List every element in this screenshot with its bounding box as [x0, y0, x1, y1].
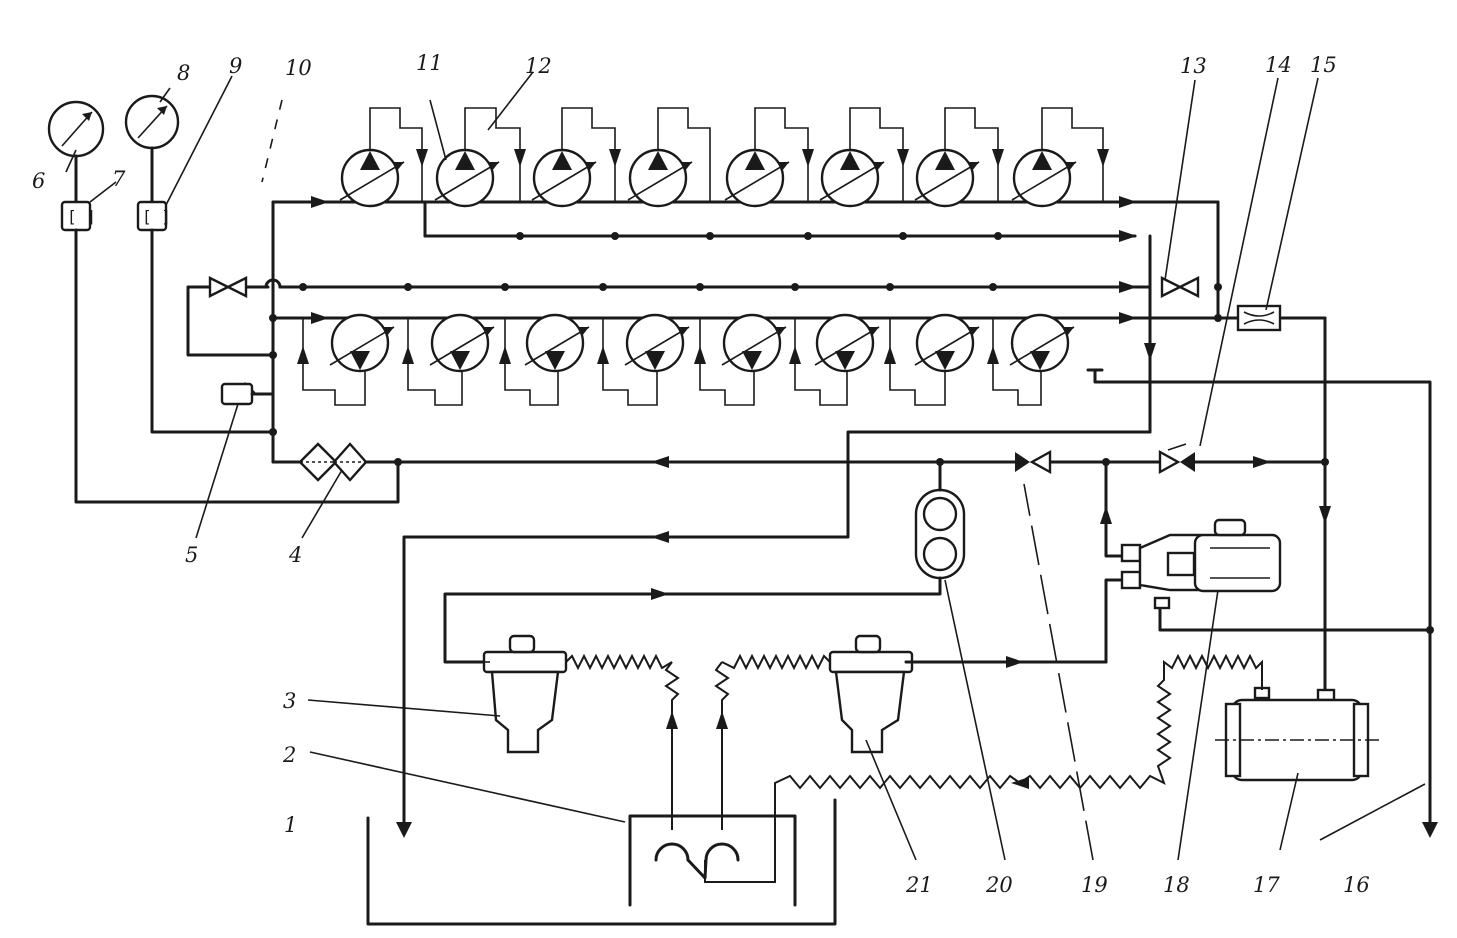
cooler-20 — [443, 460, 966, 664]
label-2: 2 — [282, 743, 296, 767]
gauge-8-line — [150, 228, 275, 434]
flow-arrows — [297, 149, 1331, 789]
gauge-6-line — [74, 228, 400, 504]
label-5: 5 — [185, 543, 198, 567]
label-11: 11 — [416, 51, 443, 75]
leader-lines — [65, 71, 1426, 861]
heat-exchanger-17 — [1215, 686, 1380, 782]
label-6: 6 — [32, 169, 45, 193]
bypass-valve — [208, 276, 248, 298]
label-19: 19 — [1081, 873, 1108, 897]
top-pump-frames — [369, 107, 1104, 202]
tank-1 — [366, 798, 837, 926]
filter-3 — [482, 634, 568, 754]
pressure-switch-5 — [220, 382, 275, 406]
top-pump-row — [338, 148, 1078, 208]
pressure-gauge-6 — [47, 100, 105, 204]
label-12: 12 — [525, 54, 552, 78]
label-10: 10 — [285, 56, 312, 80]
filter-21 — [828, 634, 914, 754]
pressure-gauge-8 — [124, 94, 180, 204]
valve-13 — [1160, 276, 1200, 298]
reference-labels: 1 2 3 4 5 6 7 8 9 10 11 12 13 14 15 16 1… — [32, 51, 1370, 897]
suction-unit-2 — [628, 814, 797, 907]
damper-7: [ ] — [60, 200, 96, 232]
filter-4 — [298, 442, 368, 482]
svg-text:[ ]: [ ] — [142, 207, 171, 226]
label-18: 18 — [1163, 873, 1190, 897]
drain-arrows — [396, 822, 1438, 838]
label-4: 4 — [288, 543, 302, 567]
throttle-15 — [1236, 304, 1282, 332]
damper-9: [ ] — [136, 200, 171, 232]
label-3: 3 — [283, 689, 296, 713]
label-20: 20 — [985, 873, 1013, 897]
svg-text:[ ]: [ ] — [67, 207, 96, 226]
junction-dots — [269, 232, 1434, 634]
label-17: 17 — [1253, 873, 1280, 897]
relief-valve-14 — [1158, 443, 1195, 475]
manifold-lines — [186, 200, 1432, 832]
label-13: 13 — [1180, 54, 1207, 78]
flexible-hoses — [565, 653, 1263, 883]
label-21: 21 — [905, 873, 933, 897]
label-1: 1 — [284, 813, 297, 837]
bottom-pump-frames — [302, 318, 1042, 406]
label-14: 14 — [1265, 53, 1292, 77]
check-valve-19 — [1015, 449, 1052, 475]
label-7: 7 — [112, 167, 126, 191]
label-9: 9 — [229, 54, 242, 78]
label-15: 15 — [1310, 53, 1337, 77]
label-8: 8 — [177, 61, 190, 85]
label-16: 16 — [1343, 873, 1370, 897]
